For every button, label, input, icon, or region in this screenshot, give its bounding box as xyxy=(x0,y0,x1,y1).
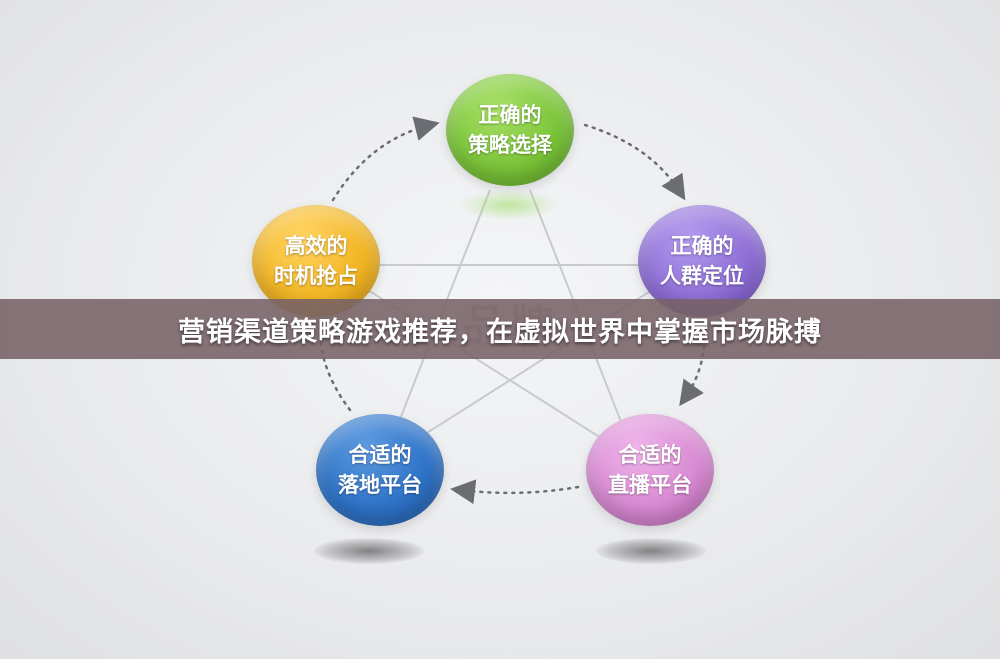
cycle-arrow xyxy=(450,479,580,505)
node-line2: 落地平台 xyxy=(338,473,422,497)
node-line1: 高效的 xyxy=(284,234,348,258)
node-line2: 直播平台 xyxy=(608,473,692,497)
node-audience-targeting: 正确的 人群定位 xyxy=(638,205,766,317)
node-strategy-choice: 正确的 策略选择 xyxy=(446,74,574,186)
node-line1: 正确的 xyxy=(670,234,734,258)
node-live-platform: 合适的 直播平台 xyxy=(586,414,714,526)
node-line1: 合适的 xyxy=(348,443,412,467)
cycle-arrow xyxy=(331,116,440,202)
cycle-arrow xyxy=(583,123,686,201)
node-line2: 时机抢占 xyxy=(274,264,358,288)
banner-title: 营销渠道策略游戏推荐，在虚拟世界中掌握市场脉搏 xyxy=(178,316,822,348)
title-banner: 营销渠道策略游戏推荐，在虚拟世界中掌握市场脉搏 xyxy=(0,299,1000,359)
node-line2: 策略选择 xyxy=(468,133,552,157)
node-landing-platform: 合适的 落地平台 xyxy=(316,414,444,526)
node-line1: 正确的 xyxy=(478,103,542,127)
node-line2: 人群定位 xyxy=(660,264,744,288)
node-shadow xyxy=(314,538,424,564)
node-timing: 高效的 时机抢占 xyxy=(252,205,380,317)
node-shadow xyxy=(596,538,706,564)
node-line1: 合适的 xyxy=(618,443,682,467)
node-glow xyxy=(461,190,557,220)
